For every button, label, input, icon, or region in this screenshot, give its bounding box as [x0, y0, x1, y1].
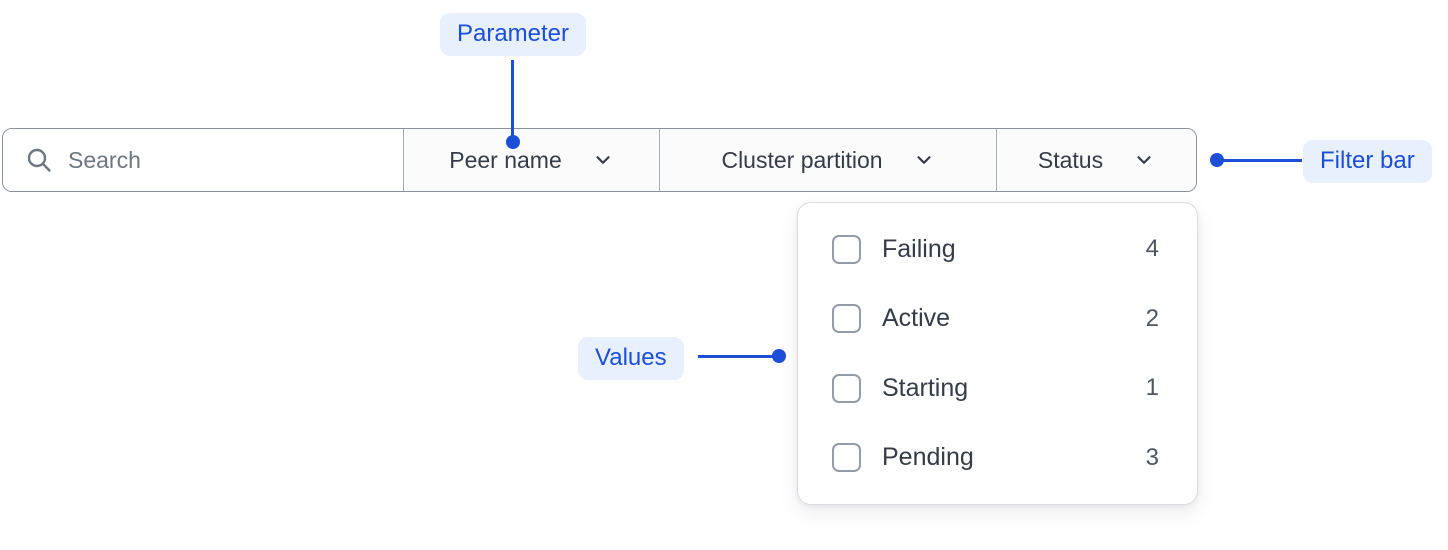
dropdown-status-label: Status [1037, 146, 1104, 173]
values-connector-line [698, 355, 776, 358]
menu-item-count: 4 [1145, 235, 1159, 262]
menu-item-label: Failing [882, 234, 956, 263]
parameter-connector-line [511, 60, 514, 138]
search-input[interactable] [68, 146, 388, 174]
menu-item-pending[interactable]: Pending 3 [832, 436, 1159, 480]
filter-bar: Peer name Cluster partition Status [2, 128, 1197, 192]
dropdown-peer-name[interactable]: Peer name [403, 129, 659, 191]
chevron-down-icon [916, 156, 931, 164]
chevron-down-icon [596, 156, 610, 164]
dropdown-cluster-partition-label: Cluster partition [721, 146, 883, 173]
chevron-down-icon [1137, 156, 1151, 164]
menu-item-label: Active [882, 304, 951, 333]
dropdown-cluster-partition[interactable]: Cluster partition [659, 129, 996, 191]
dropdown-peer-name-label: Peer name [449, 146, 562, 173]
dropdown-status[interactable]: Status [996, 129, 1196, 191]
values-annotation-label: Values [578, 337, 684, 380]
parameter-annotation-label: Parameter [439, 13, 587, 56]
menu-item-label: Pending [882, 443, 974, 472]
status-dropdown-menu: Failing 4 Active 2 Starting 1 Pending 3 [797, 202, 1198, 505]
active-checkbox[interactable] [832, 304, 861, 334]
starting-checkbox[interactable] [832, 373, 861, 403]
filter-bar-annotation-label: Filter bar [1303, 140, 1432, 183]
menu-item-count: 3 [1145, 443, 1159, 471]
pending-checkbox[interactable] [832, 443, 861, 473]
values-connector-dot [772, 349, 786, 363]
failing-checkbox[interactable] [832, 234, 861, 264]
menu-item-count: 2 [1145, 304, 1159, 332]
menu-item-starting[interactable]: Starting 1 [832, 366, 1159, 410]
parameter-connector-dot [506, 135, 520, 149]
menu-item-label: Starting [882, 373, 969, 402]
search-icon [27, 148, 51, 172]
menu-item-failing[interactable]: Failing 4 [832, 227, 1159, 271]
filter-bar-connector-dot [1210, 153, 1224, 167]
menu-item-active[interactable]: Active 2 [832, 297, 1159, 341]
filter-bar-connector-line [1222, 159, 1302, 162]
search-segment [3, 129, 403, 191]
menu-item-count: 1 [1145, 374, 1159, 402]
